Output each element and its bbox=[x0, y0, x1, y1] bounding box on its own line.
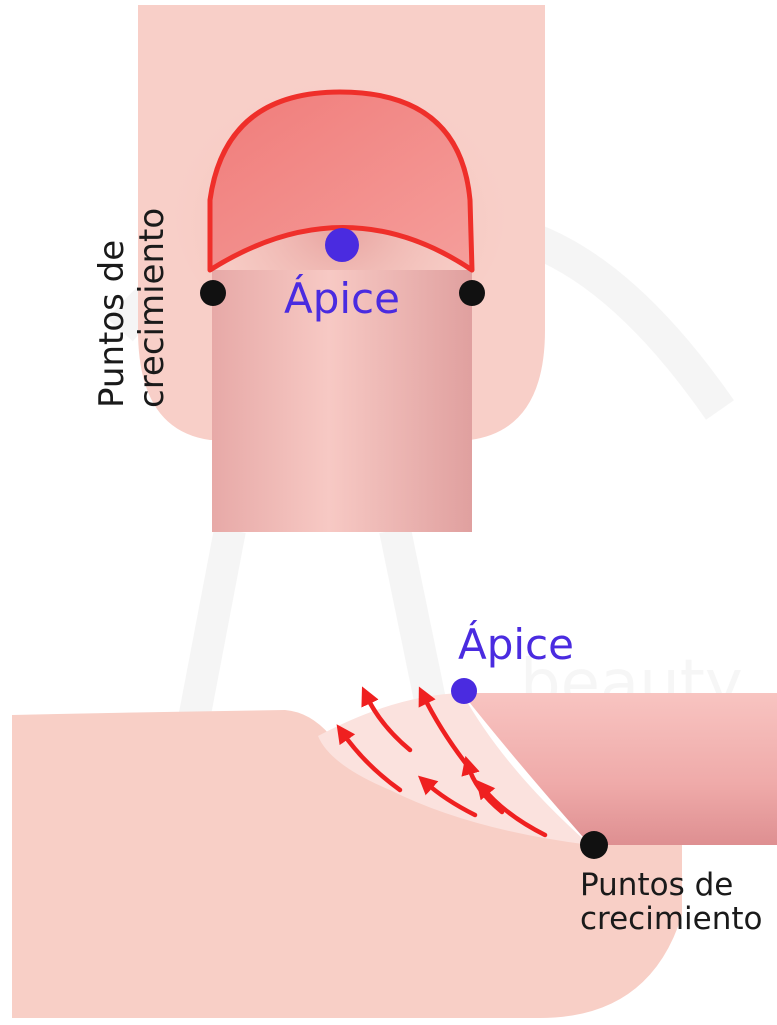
front-view bbox=[138, 5, 545, 532]
apex-point-front bbox=[325, 228, 359, 262]
apex-label-side: Ápice bbox=[458, 620, 574, 669]
growth-point-left bbox=[200, 280, 226, 306]
growth-points-label-side: Puntos de crecimiento bbox=[580, 868, 763, 936]
growth-points-line2: crecimiento bbox=[580, 902, 763, 936]
growth-point-right bbox=[459, 280, 485, 306]
growth-point-side bbox=[580, 831, 608, 859]
growth-points-line1: Puntos de bbox=[92, 208, 132, 408]
growth-points-line2: crecimiento bbox=[132, 208, 172, 408]
growth-points-label-vertical: Puntos de crecimiento bbox=[92, 208, 172, 408]
growth-points-line1: Puntos de bbox=[580, 868, 763, 902]
apex-label-front: Ápice bbox=[284, 274, 400, 323]
apex-point-side bbox=[451, 678, 477, 704]
side-view bbox=[12, 693, 777, 1018]
